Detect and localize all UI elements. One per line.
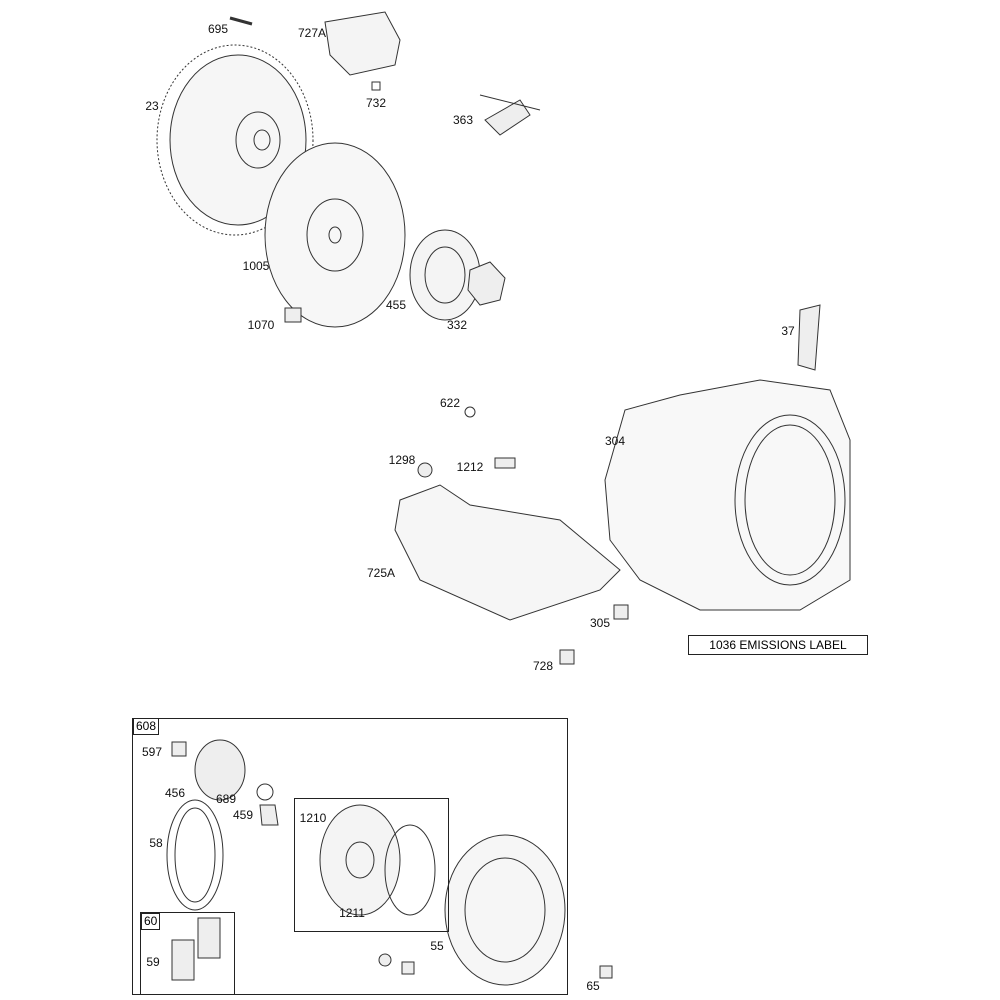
- label-459[interactable]: 459: [232, 808, 254, 822]
- nut-screws: [378, 953, 613, 979]
- screw-597: [171, 741, 187, 757]
- housing-304: [604, 379, 851, 611]
- label-728[interactable]: 728: [532, 659, 554, 673]
- pawl-plate-456: [194, 739, 246, 801]
- label-363[interactable]: 363: [452, 113, 474, 127]
- label-1298[interactable]: 1298: [388, 453, 416, 467]
- bolt-1070: [284, 307, 302, 323]
- pawl-459: [259, 804, 279, 826]
- pulley-assembly-box: [294, 798, 449, 932]
- handle-59: [171, 917, 221, 981]
- nut-622: [464, 406, 476, 418]
- label-1212[interactable]: 1212: [456, 460, 484, 474]
- label-456[interactable]: 456: [164, 786, 186, 800]
- bracket-363: [479, 94, 541, 136]
- nut-1298: [417, 462, 433, 478]
- bracket-727A: [324, 11, 401, 76]
- screw-732: [371, 81, 381, 91]
- fan-1005: [264, 142, 406, 328]
- label-304[interactable]: 304: [604, 434, 626, 448]
- label-689[interactable]: 689: [215, 792, 237, 806]
- handle-assembly-60-box: [140, 912, 235, 995]
- shield-725A: [394, 484, 621, 621]
- emissions-label-box[interactable]: 1036 EMISSIONS LABEL: [688, 635, 868, 655]
- starter-assembly-608-box: [132, 718, 568, 995]
- label-58[interactable]: 58: [149, 836, 163, 850]
- label-1211[interactable]: 1211: [339, 906, 365, 920]
- flywheel-part: [156, 44, 314, 236]
- label-65[interactable]: 65: [586, 979, 600, 993]
- bolt-695: [229, 16, 253, 26]
- spring-58: [166, 799, 224, 911]
- label-37[interactable]: 37: [781, 324, 795, 338]
- bolt-305: [613, 604, 629, 620]
- label-622[interactable]: 622: [439, 396, 461, 410]
- label-55[interactable]: 55: [430, 939, 444, 953]
- pulley-1210: [319, 804, 401, 916]
- label-732[interactable]: 732: [365, 96, 387, 110]
- label-608[interactable]: 608: [133, 718, 160, 735]
- ring-689: [256, 783, 274, 801]
- nut-332: [467, 261, 506, 306]
- label-455[interactable]: 455: [385, 298, 407, 312]
- bolt-728: [559, 649, 575, 665]
- label-597[interactable]: 597: [141, 745, 163, 759]
- label-1210[interactable]: 1210: [299, 811, 327, 825]
- rope-1211: [384, 824, 436, 916]
- label-725A[interactable]: 725A: [366, 566, 396, 580]
- starter-cover-55: [444, 834, 566, 986]
- label-727A[interactable]: 727A: [297, 26, 327, 40]
- label-695[interactable]: 695: [207, 22, 229, 36]
- label-59[interactable]: 59: [146, 955, 160, 969]
- label-60[interactable]: 60: [141, 913, 161, 930]
- label-1005[interactable]: 1005: [242, 259, 270, 273]
- clip-37: [797, 304, 821, 371]
- label-23[interactable]: 23: [145, 99, 159, 113]
- label-332[interactable]: 332: [446, 318, 468, 332]
- stud-1212: [494, 457, 516, 469]
- label-305[interactable]: 305: [589, 616, 611, 630]
- label-1070[interactable]: 1070: [247, 318, 275, 332]
